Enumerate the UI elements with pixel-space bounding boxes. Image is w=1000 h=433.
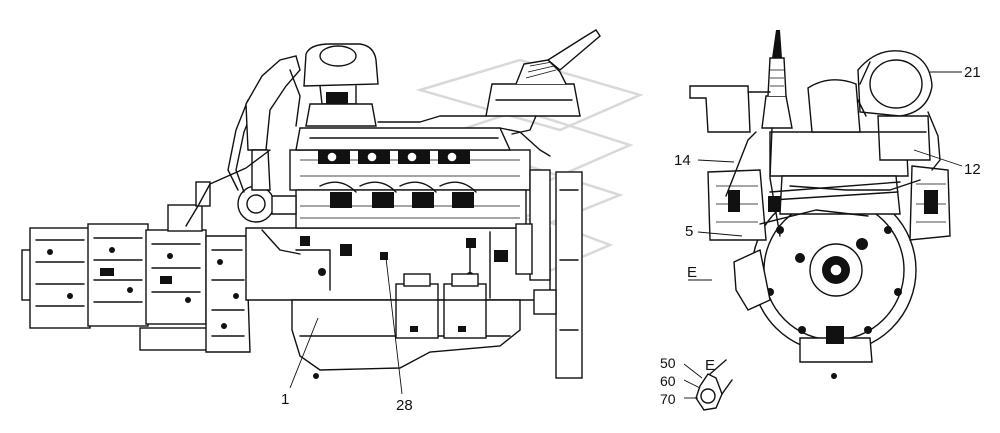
engine-front-view <box>689 30 951 379</box>
callout-5: 5 <box>685 223 693 240</box>
leader-lines <box>289 71 963 395</box>
front-drive <box>515 169 583 379</box>
callout-21: 21 <box>964 64 981 81</box>
detail-e-label: E <box>705 357 715 374</box>
gearbox <box>21 181 211 351</box>
callout-70: 70 <box>660 391 676 407</box>
expansion-tank <box>303 43 379 127</box>
engine-block <box>245 127 551 379</box>
view-e-label: E <box>687 264 697 281</box>
shift-tower <box>485 29 601 135</box>
callout-60: 60 <box>660 373 676 389</box>
callout-28: 28 <box>396 397 413 414</box>
flywheel-housing <box>205 235 251 353</box>
callout-1: 1 <box>281 391 289 408</box>
callout-12: 12 <box>964 161 981 178</box>
detail-e-drawing <box>683 359 733 411</box>
engine-side-view <box>21 29 601 379</box>
turbocharger <box>227 99 297 223</box>
pipes <box>185 69 551 255</box>
fuel-filters <box>395 273 487 339</box>
callout-50: 50 <box>660 355 676 371</box>
callouts: 1 28 14 5 21 12 E 50 60 70 E <box>281 64 981 414</box>
callout-14: 14 <box>674 152 691 169</box>
